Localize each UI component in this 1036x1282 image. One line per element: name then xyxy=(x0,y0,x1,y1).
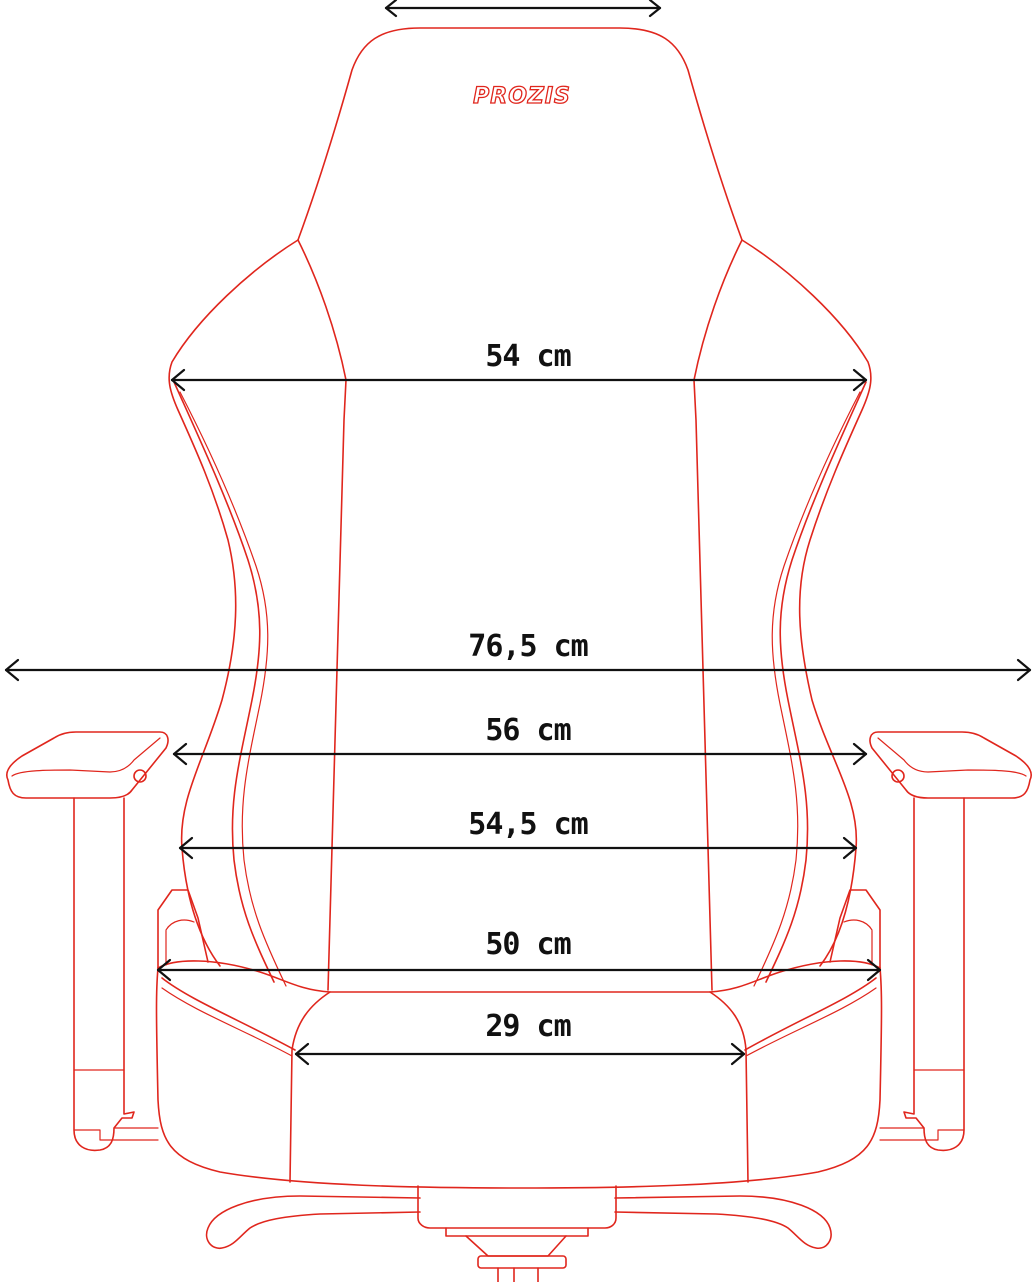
armrest-left xyxy=(6,731,169,1152)
brand-logo: PROZIS xyxy=(473,84,571,109)
dimension-label: 56 cm xyxy=(485,713,570,748)
arrow-left-icon xyxy=(156,958,172,982)
backrest xyxy=(168,27,872,991)
dimension-label: 54,5 cm xyxy=(468,807,587,842)
dimension-label: 29 cm xyxy=(485,1009,570,1044)
chair-base xyxy=(205,1185,832,1282)
arrow-left-icon xyxy=(170,368,186,392)
arrow-left-icon xyxy=(294,1042,310,1066)
side-brackets xyxy=(157,889,881,969)
dimension-backrest-lower: 54,5 cm xyxy=(178,807,858,860)
arrow-left-icon xyxy=(4,658,20,682)
dimension-seat-inner: 29 cm xyxy=(294,1009,746,1066)
dimension-label: 76,5 cm xyxy=(468,629,587,664)
dimension-seat-outer: 50 cm xyxy=(156,927,882,982)
dimension-overall-width: 76,5 cm xyxy=(4,629,1032,682)
dimension-label: 50 cm xyxy=(485,927,570,962)
arrow-right-icon xyxy=(866,958,882,982)
arrow-right-icon xyxy=(852,368,868,392)
arrow-right-icon xyxy=(730,1042,746,1066)
seat xyxy=(155,960,883,1189)
dimension-top xyxy=(384,0,662,18)
dimension-between-armrests: 56 cm xyxy=(172,713,868,766)
dimension-label: 54 cm xyxy=(485,339,570,374)
dimension-backrest-shoulder: 54 cm xyxy=(170,339,868,392)
arrow-left-icon xyxy=(384,0,398,18)
arrow-left-icon xyxy=(172,742,188,766)
arrow-right-icon xyxy=(1016,658,1032,682)
arrow-right-icon xyxy=(842,836,858,860)
arrow-left-icon xyxy=(178,836,194,860)
armrest-right xyxy=(869,731,1032,1152)
arrow-right-icon xyxy=(648,0,662,18)
arrow-right-icon xyxy=(852,742,868,766)
